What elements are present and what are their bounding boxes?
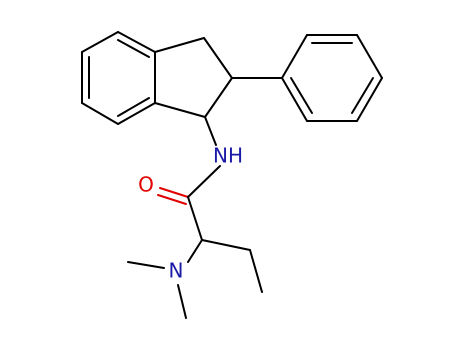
bond — [204, 116, 217, 146]
bond — [281, 77, 308, 122]
bond — [117, 39, 150, 58]
bond — [249, 249, 263, 293]
bond — [356, 34, 383, 79]
bond — [117, 102, 156, 125]
cyclopentane-ring — [154, 37, 233, 118]
bond — [81, 102, 119, 125]
bond — [203, 37, 233, 79]
bond — [154, 102, 206, 118]
bond — [356, 77, 383, 122]
dimethylamine-n-label: N — [169, 259, 184, 283]
bond — [127, 261, 165, 269]
bond — [351, 77, 374, 114]
bond — [154, 37, 205, 53]
bond — [159, 187, 189, 198]
bond — [281, 34, 308, 79]
bond — [187, 196, 203, 241]
benzo-ring — [81, 31, 156, 125]
bond — [157, 194, 187, 205]
carbonyl-oxygen-label: O — [138, 173, 154, 197]
amide-nh-label: NH — [213, 144, 243, 168]
bond — [187, 239, 203, 263]
bond — [201, 239, 251, 251]
bond — [117, 97, 150, 117]
bond — [204, 77, 233, 118]
bond — [187, 165, 221, 198]
bond — [177, 284, 187, 319]
bond — [81, 31, 119, 53]
phenyl-ring — [231, 34, 383, 122]
bond — [290, 77, 313, 114]
bond — [117, 31, 156, 53]
